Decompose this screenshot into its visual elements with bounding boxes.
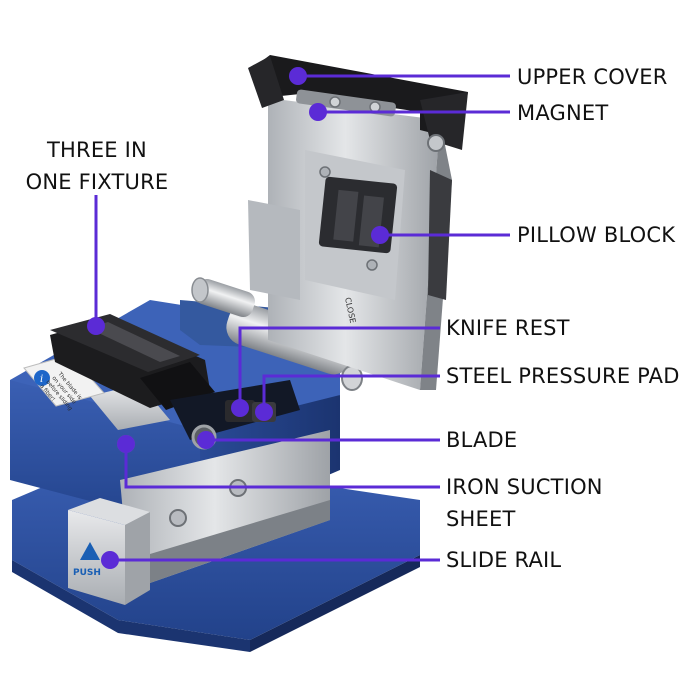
dot-slide-rail xyxy=(101,551,119,569)
magnet-screw-1 xyxy=(329,96,341,108)
dot-magnet xyxy=(309,103,327,121)
fiber-cleaver-device: PUSH i The blade is on your side before … xyxy=(10,55,468,652)
callout-knife-rest xyxy=(238,326,440,408)
cover-screw-2 xyxy=(319,166,331,178)
upper-cover-handle-left-grip xyxy=(248,56,284,108)
dot-knife-rest xyxy=(231,399,249,417)
fixture-groove xyxy=(88,322,180,362)
label-three-in-one-fixture: THREE IN ONE FIXTURE xyxy=(25,138,169,194)
label-blade: BLADE xyxy=(446,428,518,452)
label-upper-cover: UPPER COVER xyxy=(517,65,668,89)
iron-suction-plate xyxy=(90,384,170,430)
pillow-block-pad xyxy=(333,189,359,242)
slider-screw-1 xyxy=(169,509,187,527)
info-icon-glyph: i xyxy=(40,374,43,385)
callout-iron-suction xyxy=(124,444,440,489)
callout-lines xyxy=(94,74,510,562)
label-pillow-block: PILLOW BLOCK xyxy=(517,223,676,247)
hinge-axle-left xyxy=(195,278,255,318)
dot-iron-suction xyxy=(117,435,135,453)
label-slide-rail: SLIDE RAIL xyxy=(446,548,562,572)
push-label: PUSH xyxy=(73,568,101,578)
dot-blade xyxy=(197,431,215,449)
label-steel-pressure-pad: STEEL PRESSURE PAD xyxy=(446,364,680,388)
dot-three-in-one xyxy=(87,317,105,335)
upper-cover-recess xyxy=(248,200,300,300)
slide-rail-track xyxy=(130,500,330,590)
callout-steel-pressure-pad xyxy=(262,374,440,412)
push-block-top xyxy=(68,498,150,525)
callout-dots xyxy=(87,67,389,569)
cover-screw-1 xyxy=(366,259,378,271)
label-magnet: MAGNET xyxy=(517,101,609,125)
base-plate-front-edge xyxy=(12,560,250,652)
base-plate-side-edge xyxy=(250,555,420,652)
info-icon xyxy=(34,370,50,386)
dot-upper-cover xyxy=(289,67,307,85)
label-iron-suction-sheet: IRON SUCTION SHEET xyxy=(446,475,603,531)
handle-screw xyxy=(427,134,445,152)
dot-steel-pressure-pad xyxy=(255,403,273,421)
label-knife-rest: KNIFE REST xyxy=(446,316,570,340)
push-arrow-icon xyxy=(80,542,100,560)
dot-pillow-block xyxy=(371,226,389,244)
hinge-axle-cap xyxy=(191,277,209,303)
